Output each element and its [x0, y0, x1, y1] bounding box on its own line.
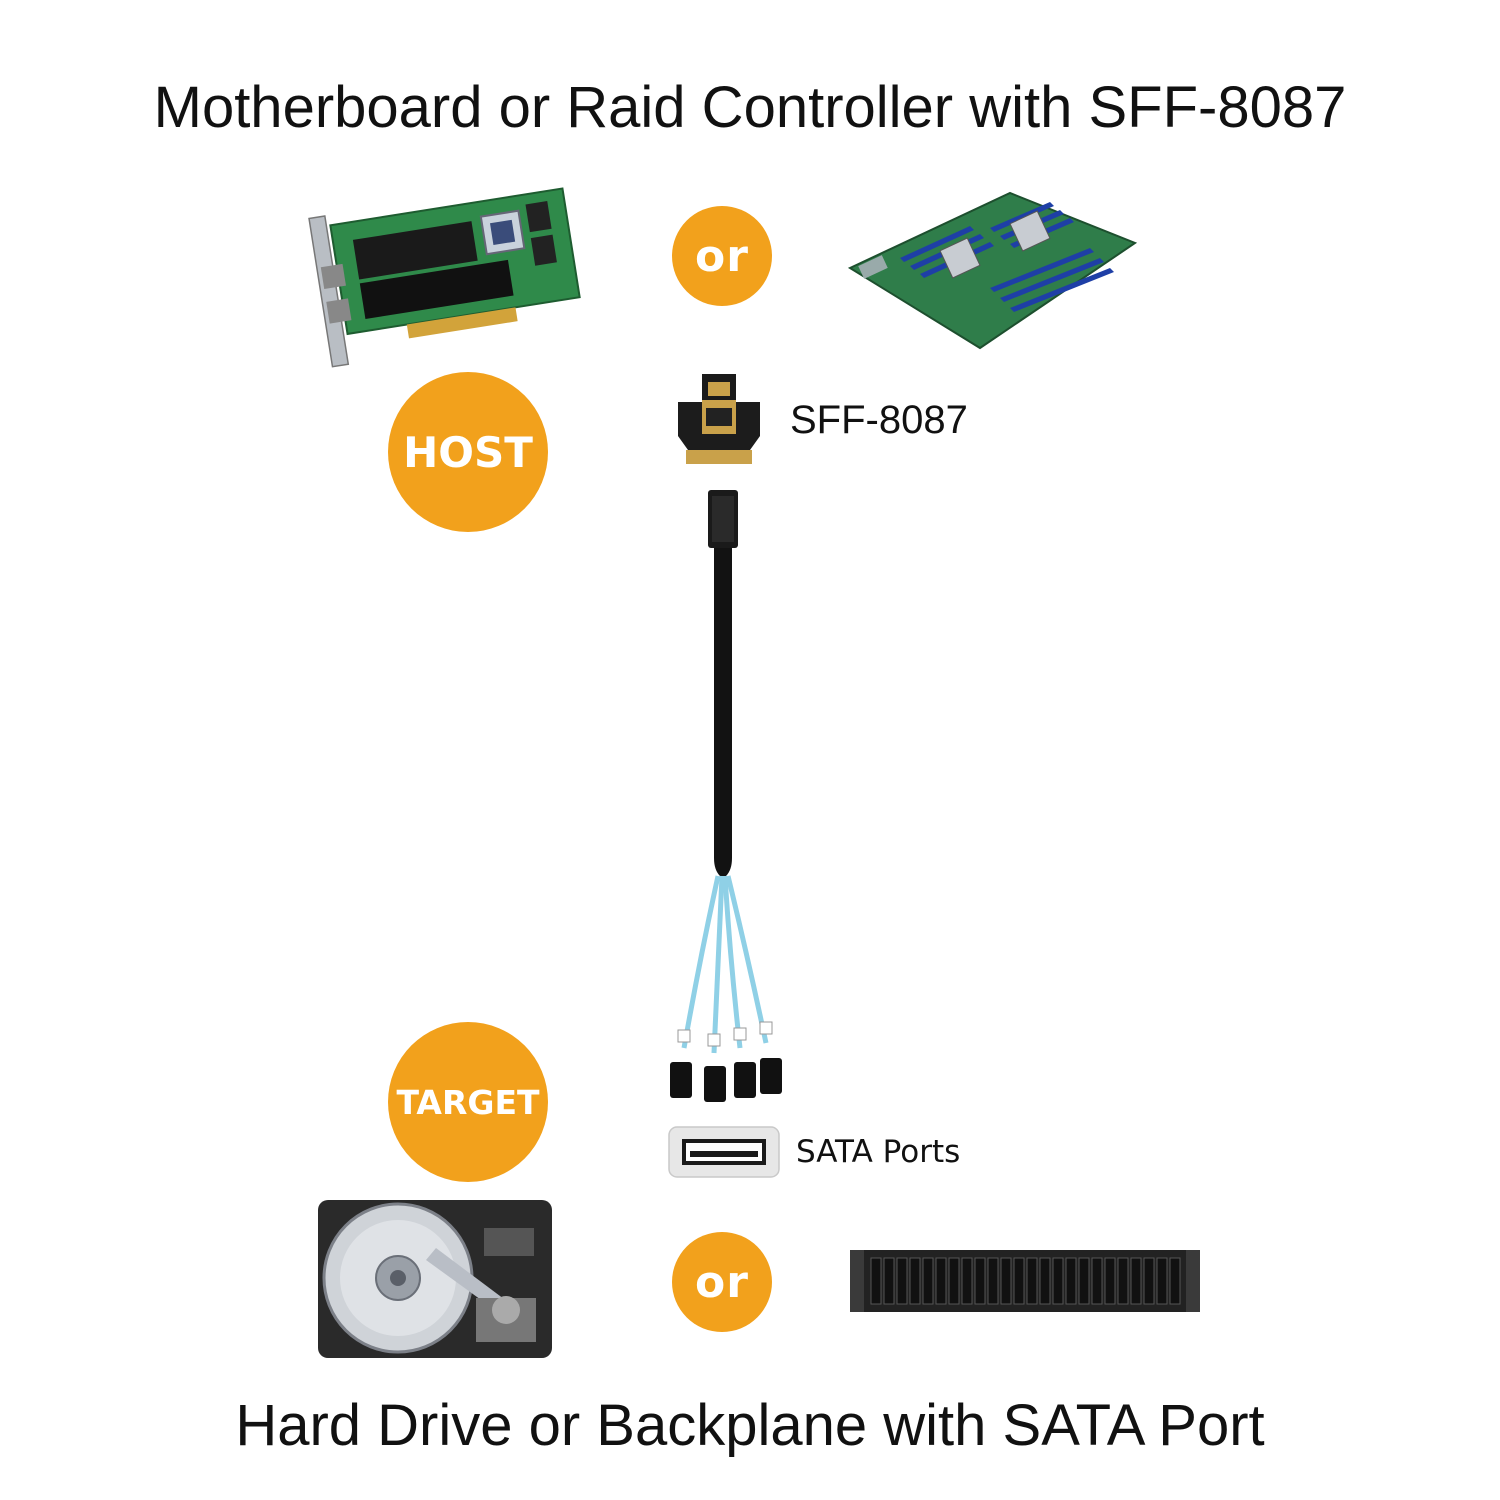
drive-bay: [1013, 1257, 1025, 1305]
hard-drive-icon: [318, 1200, 552, 1358]
breakout-cable-icon: [670, 490, 782, 1102]
sata-ports-label: SATA Ports: [796, 1134, 961, 1170]
top-title: Motherboard or Raid Controller with SFF-…: [153, 75, 1347, 140]
drive-bay: [961, 1257, 973, 1305]
drive-bay: [1039, 1257, 1051, 1305]
backplane-chassis-icon: [850, 1250, 1200, 1312]
drive-bay: [922, 1257, 934, 1305]
or-badge-bottom: or: [672, 1232, 772, 1332]
drive-bay: [1169, 1257, 1181, 1305]
drive-bay: [948, 1257, 960, 1305]
drive-bay: [1130, 1257, 1142, 1305]
drive-bay: [1026, 1257, 1038, 1305]
drive-bay: [896, 1257, 908, 1305]
drive-bay: [935, 1257, 947, 1305]
drive-bay: [909, 1257, 921, 1305]
target-badge: TARGET: [388, 1022, 548, 1182]
drive-bay: [1078, 1257, 1090, 1305]
drive-bay: [1065, 1257, 1077, 1305]
drive-bay: [1156, 1257, 1168, 1305]
or-badge-top: or: [672, 206, 772, 306]
drive-bay: [1052, 1257, 1064, 1305]
raid-controller-card-icon: [308, 187, 581, 368]
drive-bay: [883, 1257, 895, 1305]
drive-bay: [1104, 1257, 1116, 1305]
drive-bay: [974, 1257, 986, 1305]
drive-bay: [870, 1257, 882, 1305]
sata-port-icon: [668, 1126, 780, 1178]
server-motherboard-icon: [847, 191, 1138, 350]
host-badge: HOST: [388, 372, 548, 532]
drive-bay: [1000, 1257, 1012, 1305]
drive-bay: [1117, 1257, 1129, 1305]
drive-bay: [1143, 1257, 1155, 1305]
sff-8087-connector-icon: [678, 374, 760, 464]
drive-bay: [1091, 1257, 1103, 1305]
sff-8087-label: SFF-8087: [790, 398, 968, 442]
drive-bay: [987, 1257, 999, 1305]
bottom-title: Hard Drive or Backplane with SATA Port: [235, 1393, 1265, 1458]
